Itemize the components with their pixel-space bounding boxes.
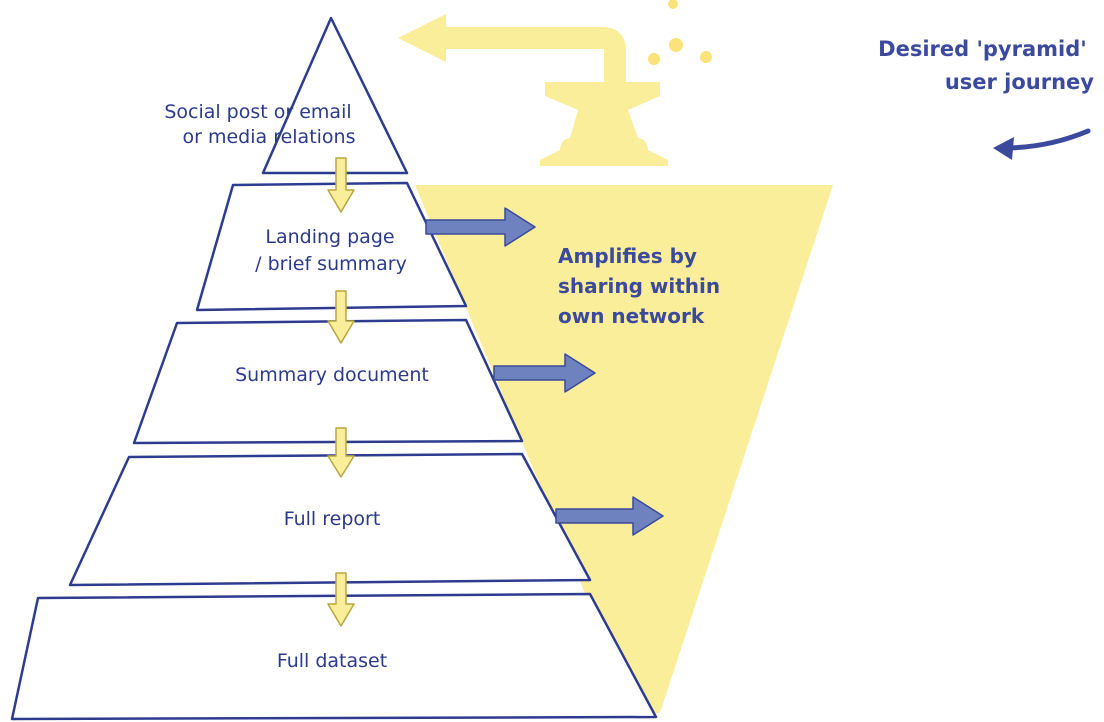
tier-1-label: Social post or email or media relations: [164, 101, 357, 148]
tier-5-label: Full dataset: [277, 650, 387, 672]
curved-arrow-stroke: [1005, 128, 1091, 151]
pyramid-tier-5: [10, 592, 658, 721]
funnel-cone: [415, 185, 833, 713]
share-arrows: [425, 207, 664, 536]
funnel-pipe: [446, 27, 626, 82]
tier-2-label: Landing page / brief summary: [255, 226, 407, 275]
droplet: [669, 38, 683, 52]
amplification-funnel: [398, 0, 833, 713]
down-arrow-icon: [327, 572, 355, 627]
funnel-return-arrowhead: [398, 14, 446, 62]
right-arrow-icon: [493, 353, 596, 393]
amplify-label: Amplifies by sharing within own network: [558, 244, 727, 328]
pyramid-tier-2: [195, 181, 468, 312]
down-arrow-icon: [327, 290, 355, 344]
down-arrows: [327, 157, 355, 627]
tier-3-label: Summary document: [235, 364, 429, 386]
curved-arrow: [993, 128, 1091, 160]
down-arrow-icon: [327, 427, 355, 478]
desired-journey-label: Desired 'pyramid' user journey: [878, 37, 1094, 94]
funnel-neck: [540, 82, 668, 166]
pyramid-tier-3: [132, 318, 524, 445]
right-arrow-icon: [555, 496, 664, 536]
curved-arrow-head-icon: [993, 137, 1014, 160]
droplet: [668, 0, 678, 9]
down-arrow-icon: [327, 157, 355, 213]
tier-4-label: Full report: [284, 508, 381, 530]
right-arrow-icon: [425, 207, 536, 247]
pyramid-tier-1: [261, 16, 409, 175]
pyramid-tier-4: [68, 452, 592, 587]
pyramid: [10, 16, 658, 721]
droplet: [648, 53, 660, 65]
droplet: [700, 51, 712, 63]
